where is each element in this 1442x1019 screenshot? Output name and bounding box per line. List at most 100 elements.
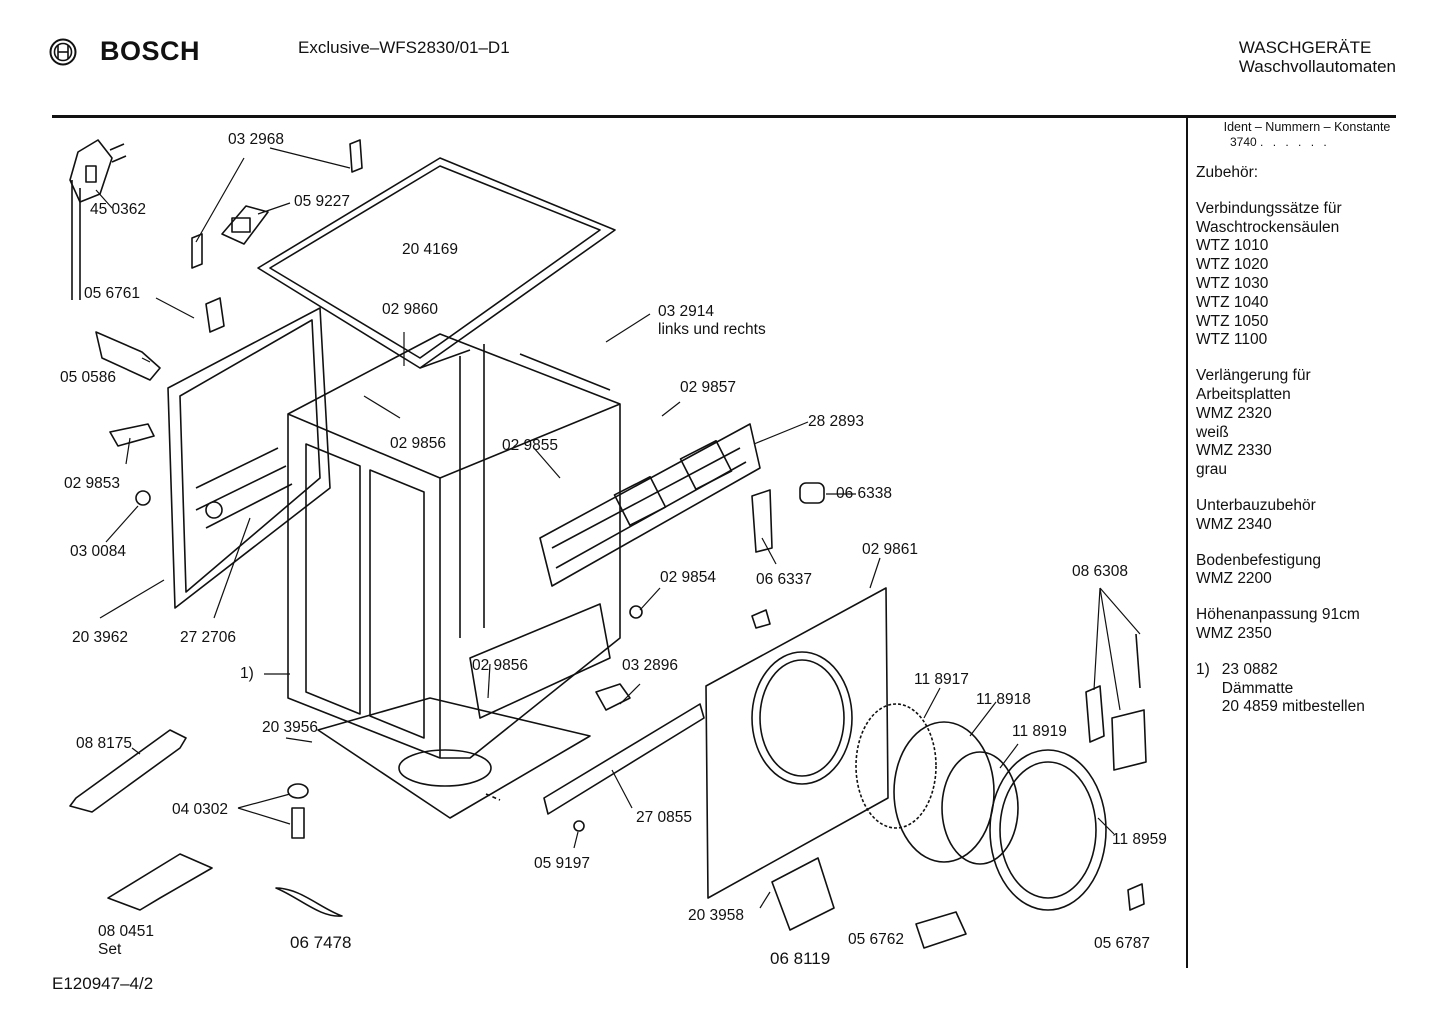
- label-080451: 08 0451: [98, 923, 154, 940]
- group-line: grau: [1196, 461, 1228, 479]
- accessories-title: Zubehör:: [1196, 164, 1259, 181]
- ident-dots: . . . . . .: [1260, 135, 1330, 149]
- group-line: WTZ 1030: [1196, 274, 1269, 292]
- category-subtitle: Waschvollautomaten: [1238, 57, 1396, 76]
- group-line: Höhenanpassung 91cm: [1196, 606, 1360, 624]
- label-066338: 06 6338: [836, 485, 892, 502]
- group-line: WTZ 1050: [1196, 312, 1269, 330]
- label-029853: 02 9853: [64, 475, 120, 492]
- side-divider: [1186, 118, 1188, 968]
- label-032968: 03 2968: [228, 131, 284, 148]
- footnote-marker: 1): [1196, 660, 1210, 678]
- label-118917: 11 8917: [914, 671, 969, 688]
- footnote-line: 23 0882: [1221, 660, 1278, 678]
- label-032896: 03 2896: [622, 657, 678, 674]
- nut-040302-drawing: [287, 783, 309, 799]
- accessories-panel: Ident – Nummern – Konstante 3740 . . . .…: [1196, 120, 1426, 717]
- ident-row: 3740 . . . . . .: [1230, 135, 1426, 150]
- label-203956: 20 3956: [262, 719, 318, 736]
- hinge-066337-drawing: [751, 489, 773, 553]
- label-029856-lower: 02 9856: [472, 657, 528, 674]
- mains-cable-drawing: [69, 139, 127, 300]
- group-line: WMZ 2320: [1196, 404, 1272, 422]
- label-068119: 06 8119: [770, 949, 830, 968]
- label-059197: 05 9197: [534, 855, 590, 872]
- bracket-drawing: [751, 609, 771, 629]
- wrench-088175-drawing: [69, 729, 187, 813]
- ident-header: Ident – Nummern – Konstante: [1223, 120, 1391, 134]
- diagram-drawing: [69, 139, 1147, 949]
- group-line: WTZ 1010: [1196, 237, 1269, 255]
- label-029857: 02 9857: [680, 379, 736, 396]
- footnote-line: Dämmatte: [1221, 679, 1294, 697]
- plug-030084-drawing: [135, 490, 151, 506]
- bosch-armature-icon: [49, 38, 77, 65]
- clip-029853-drawing: [109, 423, 155, 447]
- screw-059197-drawing: [573, 820, 585, 832]
- switch-056761-drawing: [205, 297, 225, 333]
- group-line: Arbeitsplatten: [1196, 385, 1291, 403]
- group-line: WTZ 1020: [1196, 256, 1269, 274]
- group-line: Waschtrockensäulen: [1196, 218, 1340, 236]
- label-203962: 20 3962: [72, 629, 128, 646]
- label-118918: 11 8918: [976, 691, 1031, 708]
- footnote-line: 20 4859 mitbestellen: [1221, 698, 1365, 716]
- label-059227: 05 9227: [294, 193, 350, 210]
- label-270855: 27 0855: [636, 809, 692, 826]
- label-029861: 02 9861: [862, 541, 918, 558]
- top-cover-drawing: [257, 157, 616, 369]
- exploded-parts-diagram: 45 0362 03 2968 05 9227 20 4169 05 6761 …: [60, 131, 1167, 968]
- accessory-group-connection-kits: Verbindungssätze für Waschtrockensäulen …: [1196, 200, 1426, 350]
- label-056787: 05 6787: [1094, 935, 1150, 952]
- label-066337: 06 6337: [756, 571, 812, 588]
- accessory-group-height-adjust: Höhenanpassung 91cm WMZ 2350: [1196, 606, 1426, 644]
- group-line: Bodenbefestigung: [1196, 551, 1321, 569]
- base-plate-drawing: [317, 697, 591, 819]
- label-203958: 20 3958: [688, 907, 744, 924]
- bracket-059227-drawing: [221, 205, 269, 245]
- category-block: WASCHGERÄTE Waschvollautomaten: [1239, 38, 1396, 76]
- accessory-group-floor-mount: Bodenbefestigung WMZ 2200: [1196, 552, 1426, 590]
- label-067478: 06 7478: [290, 933, 351, 952]
- label-links-rechts: links und rechts: [658, 321, 766, 338]
- handle-086308-drawing: [1085, 633, 1147, 771]
- label-029854: 02 9854: [660, 569, 716, 586]
- accessory-group-underbuild: Unterbauzubehör WMZ 2340: [1196, 497, 1426, 535]
- leader-lines: [95, 147, 1141, 909]
- seal-066338-drawing: [799, 482, 825, 504]
- group-line: WTZ 1040: [1196, 293, 1269, 311]
- group-line: WMZ 2340: [1196, 515, 1272, 533]
- label-272706: 27 2706: [180, 629, 236, 646]
- group-line: Verlängerung für: [1196, 367, 1311, 385]
- label-030084: 03 0084: [70, 543, 126, 560]
- brand-name: BOSCH: [100, 36, 201, 66]
- footnote-text: 23 0882 Dämmatte 20 4859 mitbestellen: [1222, 661, 1365, 717]
- label-056762: 05 6762: [848, 931, 904, 948]
- group-line: WMZ 2350: [1196, 624, 1272, 642]
- document-code: E120947–4/2: [52, 974, 154, 993]
- accessory-group-worktop-extension: Verlängerung für Arbeitsplatten WMZ 2320…: [1196, 367, 1426, 480]
- model-number: Exclusive–WFS2830/01–D1: [298, 38, 510, 57]
- group-line: Verbindungssätze für: [1196, 199, 1342, 217]
- door-ring-drawing: [855, 703, 1107, 911]
- callout-labels: 45 0362 03 2968 05 9227 20 4169 05 6761 …: [60, 131, 1167, 968]
- cabinet-frame-drawing: [287, 333, 621, 759]
- group-line: WMZ 2200: [1196, 570, 1272, 588]
- label-118919: 11 8919: [1012, 723, 1067, 740]
- label-029855: 02 9855: [502, 437, 558, 454]
- label-056761: 05 6761: [84, 285, 140, 302]
- header-divider: [52, 115, 1396, 118]
- lock-056762-drawing: [915, 911, 967, 949]
- group-line: Unterbauzubehör: [1196, 496, 1316, 514]
- brand-logo: BOSCH: [48, 36, 200, 67]
- group-line: WTZ 1100: [1196, 331, 1268, 349]
- group-line: WMZ 2330: [1196, 442, 1272, 460]
- label-029860: 02 9860: [382, 301, 438, 318]
- label-086308: 08 6308: [1072, 563, 1128, 580]
- part-032896-drawing: [595, 683, 631, 711]
- clip-032968-right-drawing: [349, 139, 363, 173]
- label-040302: 04 0302: [172, 801, 228, 818]
- side-panel-203962-drawing: [167, 307, 331, 609]
- footnote: 1) 23 0882 Dämmatte 20 4859 mitbestellen: [1196, 661, 1426, 717]
- shim-080451-drawing: [107, 853, 213, 911]
